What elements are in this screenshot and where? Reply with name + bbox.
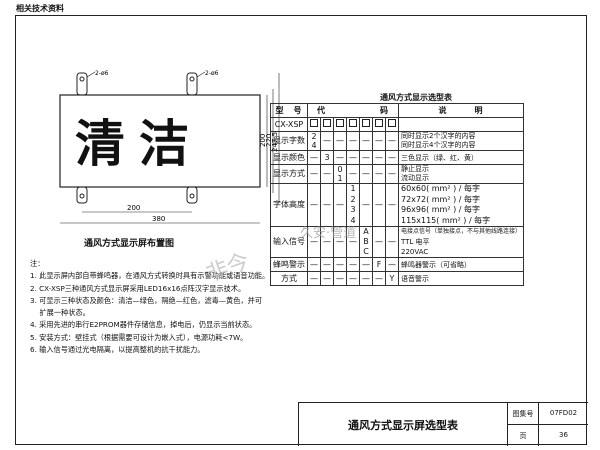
hole-label-left: 2-ø6 xyxy=(95,70,109,77)
display-layout-diagram: 2-ø6 2-ø6 清洁 200 220 247.5 200 380 xyxy=(59,70,280,224)
led-glyphs: 清洁 xyxy=(75,115,203,173)
title-block-title: 通风方式显示屏选型表 xyxy=(299,403,508,446)
note-item: 2. CX-XSP三种通风方式显示屏采用LED16x16点阵汉字显示技术。 xyxy=(30,283,246,293)
page-label: 页 xyxy=(519,432,527,440)
title-block: 通风方式显示屏选型表 图集号 07FD02 页 36 xyxy=(298,402,588,446)
mount-ear-tl xyxy=(76,72,88,96)
note-item: 4. 采用先进的串行E2PROM器件存储信息，掉电后，仍显示当前状态。 xyxy=(30,320,257,330)
code-box xyxy=(362,119,370,127)
notes: 注： 1. 此显示屏内部自带蜂鸣器，在通风方式转换时具有示警功能或语音功能。 2… xyxy=(30,258,269,356)
atlas-value: 07FD02 xyxy=(549,409,578,417)
dim-width-outer: 380 xyxy=(152,215,165,223)
note-item: 扩展一种状态。 xyxy=(30,308,90,318)
hole-icon xyxy=(79,193,85,199)
hole-icon xyxy=(189,76,195,82)
code-box xyxy=(336,119,344,127)
row-label: 输入信号 xyxy=(270,226,308,258)
mount-ear-bl xyxy=(76,186,88,204)
row-label: 字体高度 xyxy=(270,183,308,227)
outer-panel xyxy=(59,94,261,188)
code-box xyxy=(388,119,396,127)
row-label: 显示方式 xyxy=(270,164,308,184)
note-item: 3. 可显示三种状态及颜色：清洁—绿色，隔绝—红色，滤毒—黄色，并可 xyxy=(30,295,262,305)
sheet-frame xyxy=(15,15,587,445)
page-value: 36 xyxy=(559,431,568,439)
watermark-2: 久安·管道 xyxy=(300,226,357,241)
mount-ear-tr xyxy=(186,72,198,96)
row-label: 方式 xyxy=(270,271,308,286)
section-header: 相关技术资料 xyxy=(16,4,64,13)
hole-label-right: 2-ø6 xyxy=(205,70,219,77)
diagram-caption: 通风方式显示屏布置图 xyxy=(84,239,175,249)
note-item: 6. 输入信号通过光电隔离，以提高整机的抗干扰能力。 xyxy=(30,345,205,355)
mount-ear-br xyxy=(186,186,198,204)
code-box xyxy=(310,119,318,127)
row-label: 蜂鸣警示 xyxy=(270,257,308,272)
notes-heading: 注： xyxy=(30,259,45,268)
code-box xyxy=(323,119,331,127)
note-item: 1. 此显示屏内部自带蜂鸣器，在通风方式转换时具有示警功能或语音功能。 xyxy=(30,271,270,281)
table-title: 通风方式显示选型表 xyxy=(380,93,452,102)
header-code: 代 码 xyxy=(307,103,399,118)
header-desc: 说 明 xyxy=(397,103,525,118)
code-box xyxy=(375,119,383,127)
row-label: 显示颜色 xyxy=(270,150,308,165)
note-item: 5. 安装方式：壁挂式（根据需要可设计为嵌入式），电源功耗<7W。 xyxy=(30,332,248,342)
hole-icon xyxy=(189,193,195,199)
dim-height-inner: 200 xyxy=(259,134,267,147)
dim-height-mid: 220 xyxy=(265,134,273,147)
dim-width-inner: 200 xyxy=(127,204,140,212)
hole-icon xyxy=(79,76,85,82)
row-label: 显示字数 xyxy=(270,131,308,151)
model-value: CX-XSP xyxy=(270,117,308,132)
code-box xyxy=(349,119,357,127)
header-model: 型 号 xyxy=(270,103,308,118)
atlas-label: 图集号 xyxy=(512,410,534,418)
